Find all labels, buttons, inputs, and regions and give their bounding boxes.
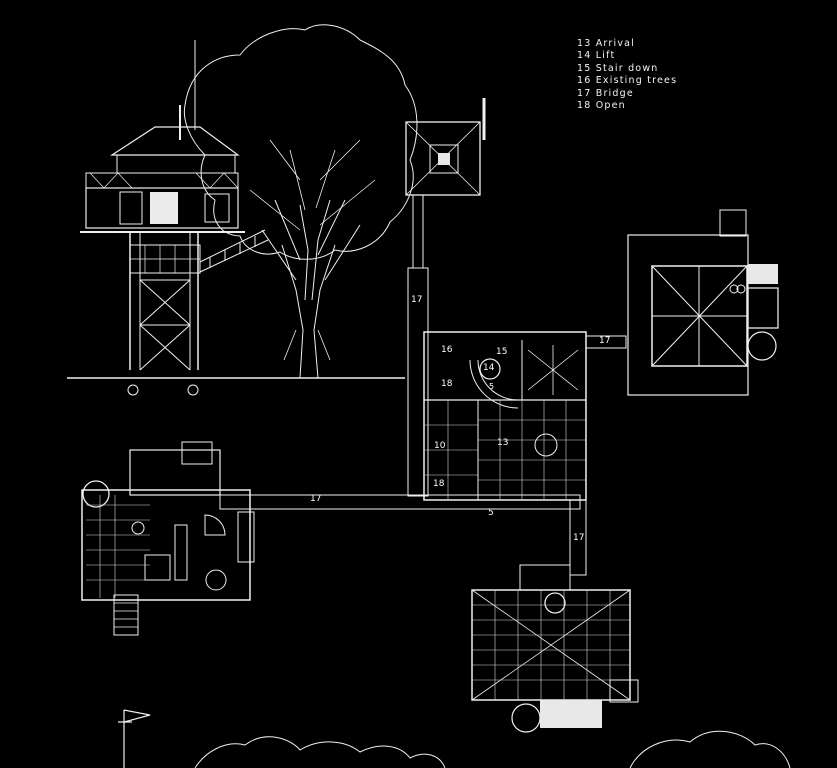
east-house-plan — [627, 209, 779, 396]
treehouse-elevation — [80, 40, 269, 396]
label-open-bottom: 18 — [433, 479, 445, 489]
tree-branches — [249, 139, 376, 361]
label-room-10: 10 — [434, 441, 446, 451]
label-arrival: 13 — [497, 438, 509, 448]
bridge-south — [569, 499, 587, 576]
west-house-plan — [81, 441, 255, 636]
legend-item-arrival: 13 Arrival — [577, 38, 636, 49]
legend-item-stair-down: 15 Stair down — [577, 62, 659, 74]
label-bridge-vertical: 17 — [411, 295, 423, 305]
bottom-tree-outline — [194, 730, 791, 768]
label-bridge-south: 17 — [573, 533, 585, 543]
legend-item-existing-trees: 16 Existing trees — [577, 75, 678, 87]
legend-item-open: 18 Open — [577, 100, 626, 112]
legend-item-lift: 14 Lift — [577, 50, 616, 62]
bridge-right — [585, 335, 627, 349]
bridge-vertical — [407, 267, 429, 497]
central-hub-plan — [423, 331, 587, 501]
label-stair-bridge: 5 — [488, 508, 494, 518]
legend-item-bridge: 17 Bridge — [577, 87, 634, 99]
lookout-plan — [405, 98, 486, 196]
north-arrow-icon — [118, 709, 151, 768]
bridge-horizontal — [219, 494, 581, 510]
plan-legend: 13 Arrival 14 Lift 15 Stair down 16 Exis… — [577, 38, 717, 112]
label-bridge-right: 17 — [599, 336, 611, 346]
south-house-plan — [471, 564, 639, 733]
label-open-top: 18 — [441, 379, 453, 389]
label-stair-down: 15 — [496, 347, 508, 357]
label-lift: 14 — [483, 363, 495, 373]
label-stair-small: 5 — [489, 382, 495, 391]
tree-canopy-outline — [183, 24, 418, 260]
label-existing-trees: 16 — [441, 345, 453, 355]
tree-trunk — [261, 199, 361, 379]
label-bridge-horizontal: 17 — [310, 494, 322, 504]
